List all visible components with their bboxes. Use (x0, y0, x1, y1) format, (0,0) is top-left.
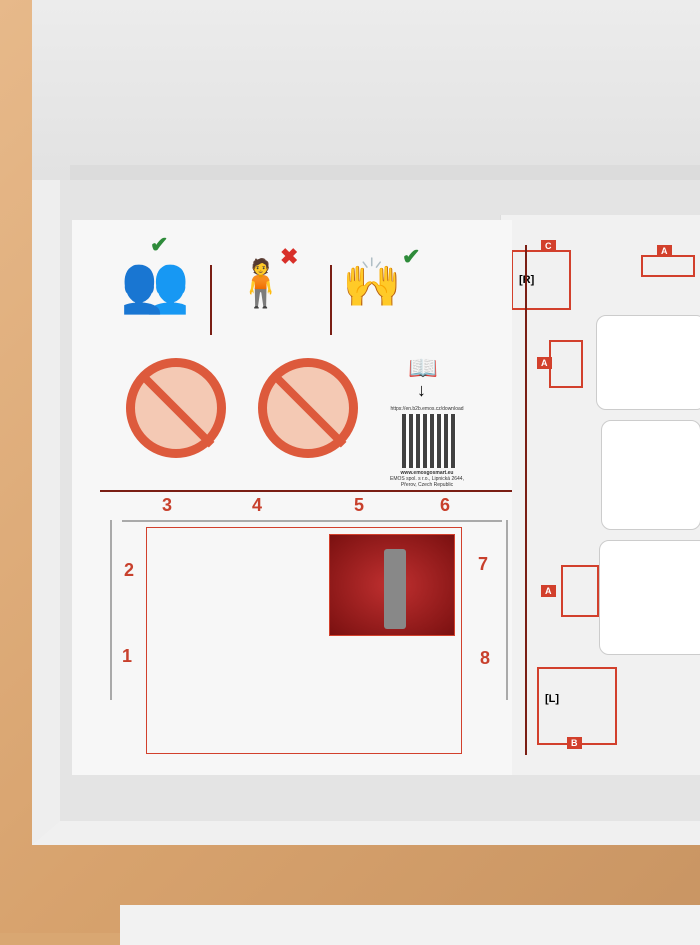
step-7: 7 (478, 554, 489, 574)
divider (100, 490, 512, 492)
cross-icon: ✖ (280, 244, 299, 269)
corner-connector-tile (596, 315, 700, 410)
label-c: C (541, 240, 556, 252)
no-force-icon (258, 358, 358, 458)
label-a: A (657, 245, 672, 257)
divider (210, 265, 212, 335)
people-cheering-icon: 🙌 (342, 257, 402, 310)
two-people-icon: 👥 (120, 252, 190, 315)
no-tools-icon (126, 358, 226, 458)
website[interactable]: www.emosgosmart.eu (400, 470, 454, 476)
address: Přerov, Czech Republic (400, 482, 454, 488)
corner-box-l: [L] B (537, 667, 617, 749)
paper-below (120, 905, 700, 945)
strip-left (110, 520, 112, 700)
connector-box: A (641, 245, 695, 277)
person-alone-icon: 🧍 (232, 257, 290, 309)
arrow-down-icon: ↓ (417, 380, 426, 400)
label-a: A (537, 357, 552, 369)
strip-top (122, 520, 502, 522)
strip-right (506, 520, 508, 700)
controller-tile (601, 420, 700, 530)
qr-code-icon[interactable] (402, 414, 456, 468)
strip-connector-tile (599, 540, 700, 655)
step-3: 3 (162, 495, 173, 515)
divider (525, 245, 527, 755)
controller-icon (384, 549, 406, 629)
assembly-sheet-right: C [R] A A A [L] B (500, 215, 700, 775)
label-l: [L] (545, 693, 560, 705)
box-lid (32, 0, 700, 180)
step-2: 2 (124, 560, 135, 580)
corner-box-r: C [R] (511, 240, 571, 310)
instruction-sheet: ✔ 👥 ✖ 🧍 ✔ 🙌 📖 ↓ https://en.b2b.emos.cz/d… (72, 220, 512, 775)
label-a: A (541, 585, 556, 597)
book-icon: 📖 (408, 355, 438, 382)
divider (330, 265, 332, 335)
step-6: 6 (440, 495, 451, 515)
check-icon: ✔ (150, 232, 169, 257)
step-8: 8 (480, 648, 491, 668)
connector-box: A (541, 565, 599, 617)
step-1: 1 (122, 646, 133, 666)
check-icon: ✔ (402, 244, 421, 269)
label-b: B (567, 737, 582, 749)
step-5: 5 (354, 495, 365, 515)
connector-box: A (537, 340, 583, 388)
strips-panel (146, 527, 462, 754)
step-4: 4 (252, 495, 263, 515)
qr-url[interactable]: https://en.b2b.emos.cz/download (390, 406, 464, 412)
company: EMOS spol. s r.o., Lipnická 2644, (390, 476, 464, 482)
controller-closeup (329, 534, 455, 636)
